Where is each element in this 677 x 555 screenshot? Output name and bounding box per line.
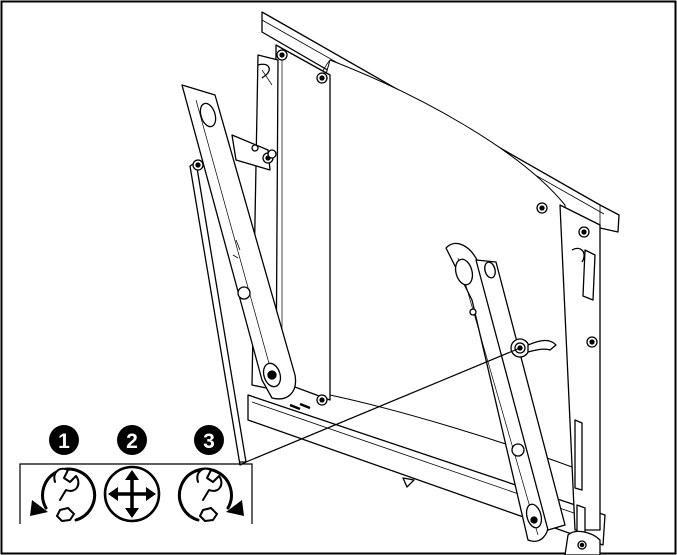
- callout-box-bracket: [19, 463, 253, 524]
- step-1-badge: 1: [49, 425, 79, 455]
- left-tilt-arm: [181, 84, 297, 466]
- callout-leaders: [19, 347, 521, 524]
- bottom-rail: [247, 394, 606, 546]
- wall-plate: [247, 11, 620, 546]
- callout-leader-line: [245, 347, 521, 463]
- move-arrows-icon: [103, 465, 161, 523]
- svg-text:2: 2: [126, 430, 138, 453]
- svg-text:3: 3: [203, 430, 215, 453]
- svg-text:1: 1: [58, 430, 70, 453]
- step-3-badge: 3: [194, 425, 224, 455]
- right-tilt-arm: [445, 242, 601, 555]
- step-2-badge: 2: [117, 425, 147, 455]
- wrench-tighten-icon: [177, 467, 244, 522]
- wrench-loosen-icon: [30, 467, 97, 522]
